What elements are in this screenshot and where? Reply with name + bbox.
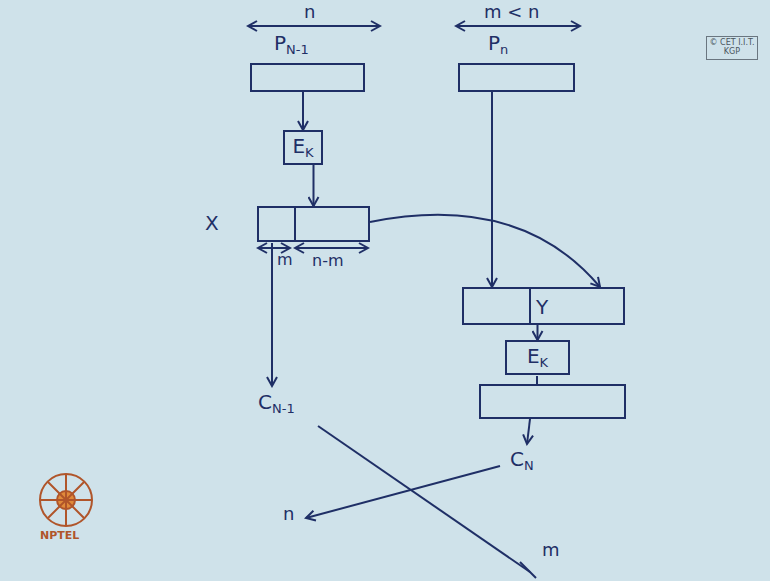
swap-tick [520, 562, 536, 578]
logo [40, 474, 92, 526]
block-label: EK [527, 345, 548, 370]
dimension-arrow [456, 25, 580, 27]
swap-arrow [306, 466, 500, 518]
swap-label: n [283, 504, 294, 524]
dimension-label: m [277, 251, 293, 269]
dimension-arrow [258, 247, 290, 249]
flow-arrow [537, 325, 539, 340]
dimension-label: m < n [484, 2, 539, 22]
encryption-box: EK [505, 340, 570, 375]
block-label: X [205, 212, 219, 234]
logo-text: NPTEL [40, 530, 79, 542]
copyright-mark: © CET I.I.T. KGP [706, 36, 758, 60]
block-divider [529, 289, 531, 323]
flow-arrow [313, 165, 315, 206]
swap-line [318, 426, 530, 572]
output-arrow [527, 419, 530, 444]
flow-arrow [302, 92, 304, 130]
output-arrow [536, 376, 538, 384]
block-label: Y [536, 296, 548, 318]
block-divider [294, 208, 296, 240]
plaintext-block: Pn [458, 63, 575, 92]
ciphertext-label: CN-1 [258, 391, 295, 416]
dimension-arrow [248, 25, 380, 27]
split-block: X [257, 206, 370, 242]
block-label: Pn [488, 32, 508, 57]
dimension-arrow [295, 247, 368, 249]
dimension-label: n [304, 2, 315, 22]
dimension-label: n-m [312, 252, 344, 270]
swap-label: m [542, 540, 560, 560]
ciphertext-label: CN [510, 448, 534, 473]
flow-arrow [491, 92, 493, 287]
block-label: EK [292, 135, 313, 160]
encryption-box: EK [283, 130, 323, 165]
plaintext-block: PN-1 [250, 63, 365, 92]
flow-arrow [370, 215, 600, 287]
output-arrow [271, 243, 273, 386]
cipher-block [480, 385, 625, 418]
combined-block: Y [462, 287, 625, 325]
block-label: PN-1 [274, 32, 309, 57]
